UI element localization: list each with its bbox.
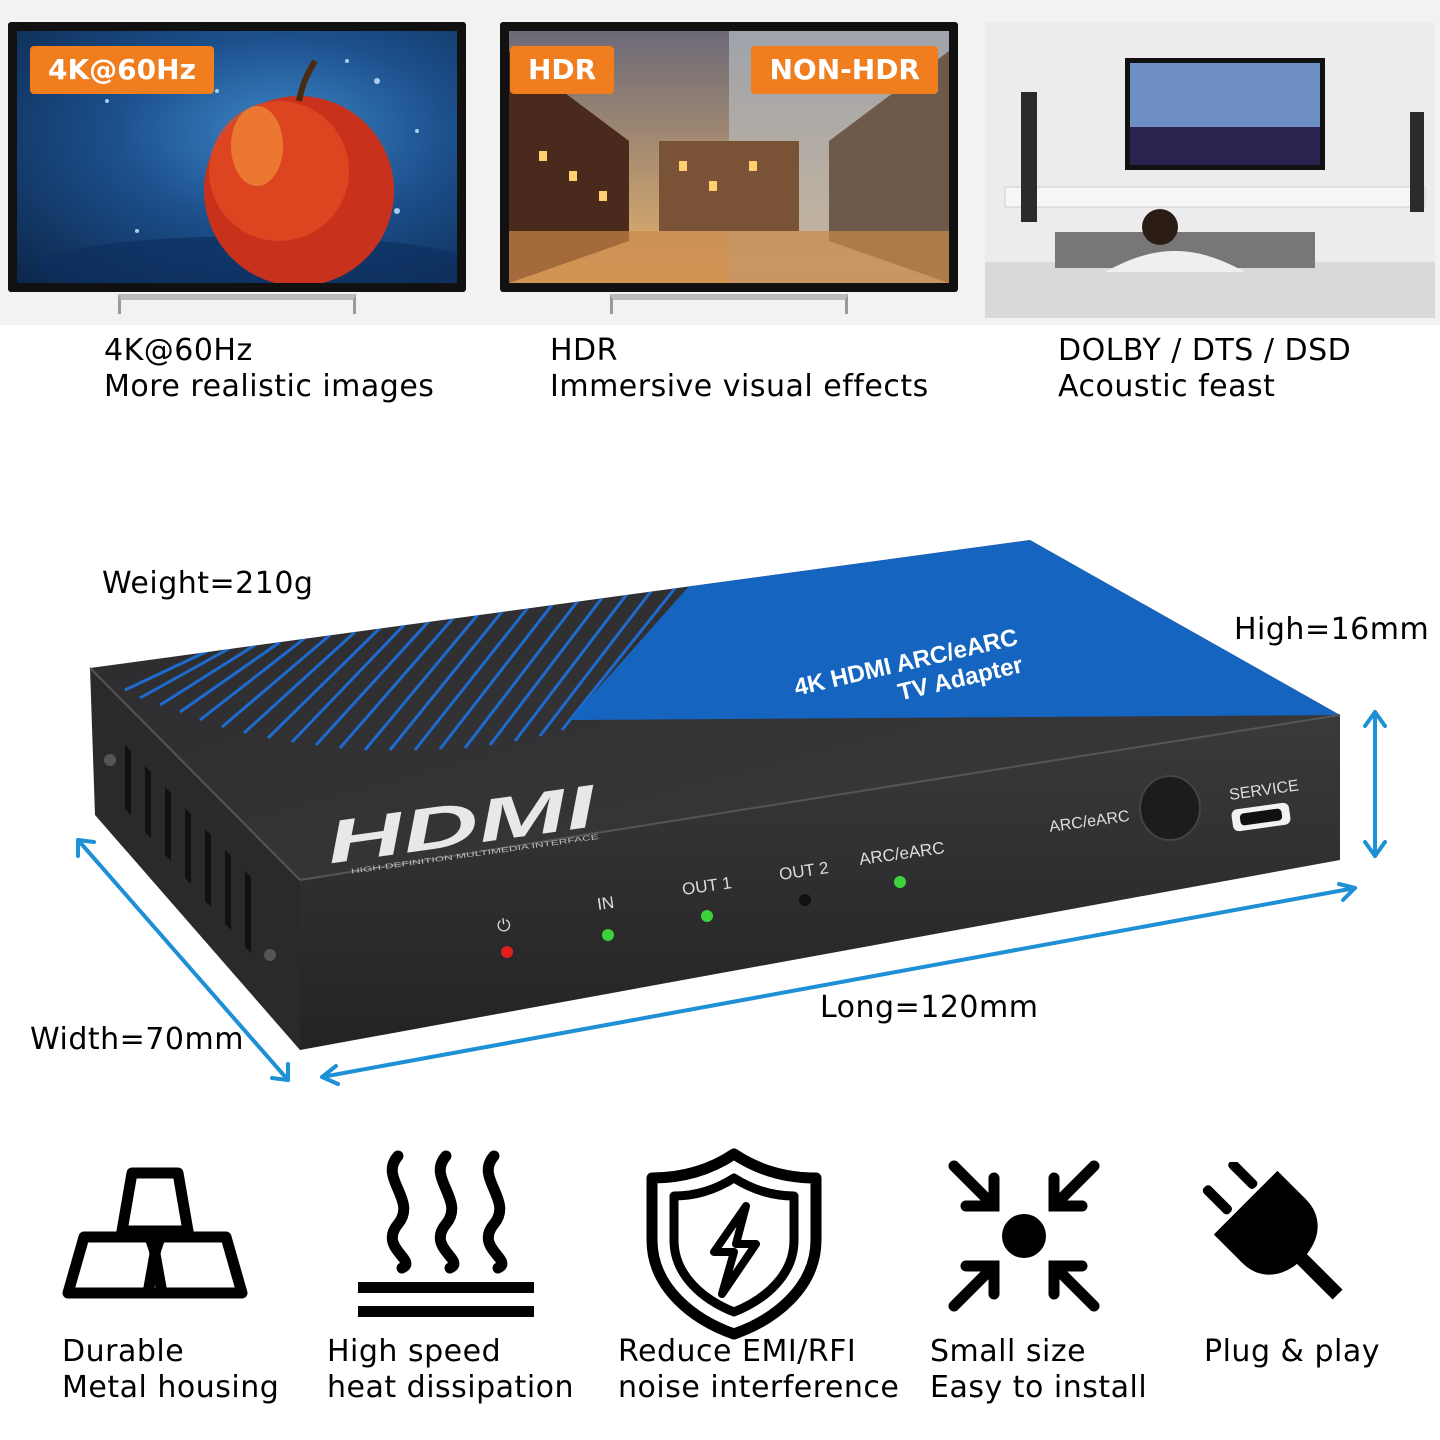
caption-subtitle: More realistic images (104, 369, 435, 404)
feature-line2: Metal housing (62, 1370, 280, 1405)
feature-line2: noise interference (618, 1370, 900, 1405)
badge-non-hdr: NON-HDR (751, 46, 938, 94)
led-out2 (799, 894, 811, 906)
caption-audio: DOLBY / DTS / DSD Acoustic feast (1058, 333, 1351, 405)
plug-icon (1202, 1162, 1343, 1300)
length-label: Long=120mm (820, 990, 1039, 1025)
caption-title: HDR (550, 333, 619, 368)
caption-title: DOLBY / DTS / DSD (1058, 333, 1352, 368)
living-room-image (985, 22, 1435, 318)
feature-line1: Plug & play (1204, 1334, 1380, 1369)
led-label-in: IN (596, 893, 615, 914)
feature-plug: Plug & play (1204, 1334, 1380, 1370)
led-power (501, 946, 513, 958)
feature-line2: Easy to install (930, 1370, 1148, 1405)
tv-hdr-panel: HDR NON-HDR (500, 22, 958, 314)
badge-hdr: HDR (510, 46, 615, 94)
badge-4k: 4K@60Hz (30, 46, 214, 94)
feature-line1: Small size (930, 1334, 1087, 1369)
metal-bars-icon (62, 1167, 248, 1299)
caption-subtitle: Acoustic feast (1058, 369, 1276, 404)
heat-waves-icon (358, 1150, 534, 1317)
shield-lightning-icon (646, 1148, 822, 1340)
feature-size: Small size Easy to install (930, 1334, 1147, 1406)
service-port-hole (1239, 808, 1283, 826)
compress-arrows-icon (948, 1160, 1100, 1312)
feature-line2: heat dissipation (327, 1370, 575, 1405)
apple-image (17, 31, 457, 283)
feature-line1: Durable (62, 1334, 185, 1369)
feature-heat: High speed heat dissipation (327, 1334, 574, 1406)
tv-stand (118, 294, 356, 314)
led-arc (894, 876, 906, 888)
tv-stand (610, 294, 848, 314)
screw-icon (104, 754, 116, 766)
feature-emi: Reduce EMI/RFI noise interference (618, 1334, 899, 1406)
caption-subtitle: Immersive visual effects (550, 369, 929, 404)
screw-icon (264, 949, 276, 961)
weight-label: Weight=210g (102, 566, 314, 601)
device-label-panel (570, 540, 1340, 720)
led-in (602, 929, 614, 941)
feature-durable: Durable Metal housing (62, 1334, 279, 1406)
led-out1 (701, 910, 713, 922)
caption-title: 4K@60Hz (104, 333, 253, 368)
width-label: Width=70mm (30, 1022, 244, 1057)
caption-4k: 4K@60Hz More realistic images (104, 333, 434, 405)
height-label: High=16mm (1234, 612, 1430, 647)
feature-banner: 4K@60Hz (0, 0, 1440, 325)
feature-line1: Reduce EMI/RFI (618, 1334, 857, 1369)
tv-4k-panel: 4K@60Hz (8, 22, 466, 314)
device-illustration: 4K HDMI ARC/eARC TV Adapter HDMI HIGH-DE… (89, 540, 1341, 1050)
feature-line1: High speed (327, 1334, 502, 1369)
arc-button[interactable] (1139, 775, 1201, 841)
caption-hdr: HDR Immersive visual effects (550, 333, 929, 405)
decor-stripes (124, 581, 682, 751)
